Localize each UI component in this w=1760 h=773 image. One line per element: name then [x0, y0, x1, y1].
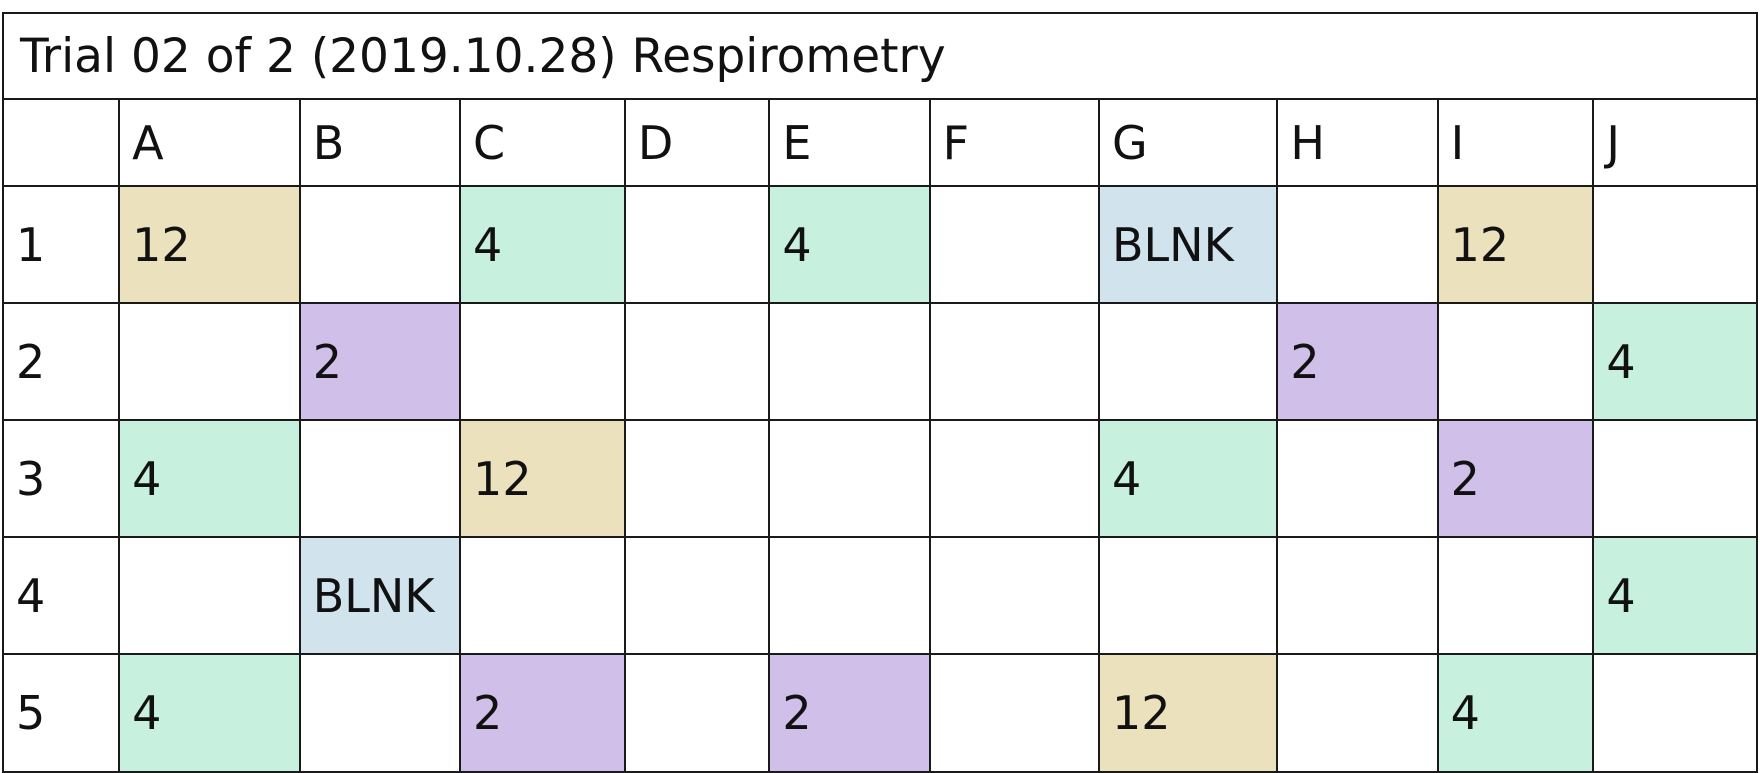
well-b3 [298, 419, 462, 538]
well-b5 [298, 653, 462, 771]
row-header-3: 3 [4, 419, 121, 538]
row-header-1: 1 [4, 185, 121, 304]
well-i3: 2 [1436, 419, 1595, 538]
well-d1 [623, 185, 771, 304]
well-d3 [623, 419, 771, 538]
well-h1 [1276, 185, 1439, 304]
well-g3: 4 [1097, 419, 1279, 538]
well-e2 [768, 302, 931, 421]
well-j1 [1592, 185, 1756, 304]
plate-row-4: 4 BLNK 4 [4, 536, 1756, 655]
well-g1: BLNK [1097, 185, 1279, 304]
well-e5: 2 [768, 653, 931, 771]
column-header-g: G [1097, 100, 1279, 187]
well-i2 [1436, 302, 1595, 421]
well-i1: 12 [1436, 185, 1595, 304]
plate-title: Trial 02 of 2 (2019.10.28) Respirometry [4, 14, 1756, 100]
well-b4: BLNK [298, 536, 462, 655]
well-f4 [928, 536, 1100, 655]
well-f1 [928, 185, 1100, 304]
well-f5 [928, 653, 1100, 771]
well-g4 [1097, 536, 1279, 655]
column-header-b: B [298, 100, 462, 187]
well-j3 [1592, 419, 1756, 538]
column-header-c: C [459, 100, 626, 187]
well-d5 [623, 653, 771, 771]
well-f3 [928, 419, 1100, 538]
well-c5: 2 [459, 653, 626, 771]
plate-map-sheet: Trial 02 of 2 (2019.10.28) Respirometry … [2, 12, 1758, 773]
well-c2 [459, 302, 626, 421]
plate-row-2: 2 2 2 4 [4, 302, 1756, 421]
well-j2: 4 [1592, 302, 1756, 421]
well-g5: 12 [1097, 653, 1279, 771]
well-d4 [623, 536, 771, 655]
well-e1: 4 [768, 185, 931, 304]
well-d2 [623, 302, 771, 421]
well-i5: 4 [1436, 653, 1595, 771]
well-j4: 4 [1592, 536, 1756, 655]
well-f2 [928, 302, 1100, 421]
well-e3 [768, 419, 931, 538]
column-header-h: H [1276, 100, 1439, 187]
column-header-d: D [623, 100, 771, 187]
row-header-4: 4 [4, 536, 121, 655]
column-header-f: F [928, 100, 1100, 187]
well-a2 [118, 302, 301, 421]
well-c3: 12 [459, 419, 626, 538]
well-e4 [768, 536, 931, 655]
well-i4 [1436, 536, 1595, 655]
column-header-j: J [1592, 100, 1756, 187]
row-header-2: 2 [4, 302, 121, 421]
well-j5 [1592, 653, 1756, 771]
well-c4 [459, 536, 626, 655]
column-header-i: I [1436, 100, 1595, 187]
well-b2: 2 [298, 302, 462, 421]
well-c1: 4 [459, 185, 626, 304]
row-header-5: 5 [4, 653, 121, 771]
well-a5: 4 [118, 653, 301, 771]
well-h3 [1276, 419, 1439, 538]
corner-cell [4, 100, 121, 187]
well-a4 [118, 536, 301, 655]
well-h5 [1276, 653, 1439, 771]
well-g2 [1097, 302, 1279, 421]
well-b1 [298, 185, 462, 304]
well-a3: 4 [118, 419, 301, 538]
well-a1: 12 [118, 185, 301, 304]
well-h2: 2 [1276, 302, 1439, 421]
column-header-e: E [768, 100, 931, 187]
well-h4 [1276, 536, 1439, 655]
column-header-a: A [118, 100, 301, 187]
